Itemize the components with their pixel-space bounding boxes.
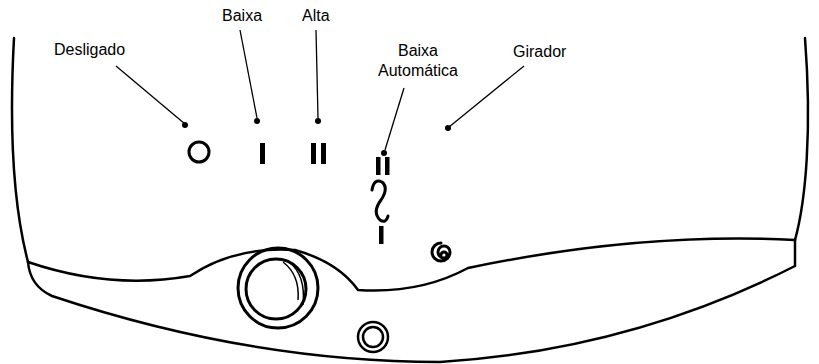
callout-label: Desligado [52,40,127,60]
housing-left-edge [12,38,28,262]
oscillate-symbol [432,243,450,261]
leader-dots [182,118,451,156]
face-edge [28,239,795,291]
callout-label: Alta [300,6,332,26]
control-knob [238,248,318,328]
auto-low-symbol [372,157,390,244]
off-symbol [189,142,209,162]
high-symbol [311,143,326,164]
housing-right-edge [795,38,808,240]
callout-label: Baixa [220,6,264,26]
push-button [358,322,388,352]
callout-label: Girador [511,42,568,62]
rim-edge [28,240,795,362]
low-symbol [260,143,265,164]
leader-lines [116,30,524,150]
callout-label: Baixa Automática [371,41,465,81]
